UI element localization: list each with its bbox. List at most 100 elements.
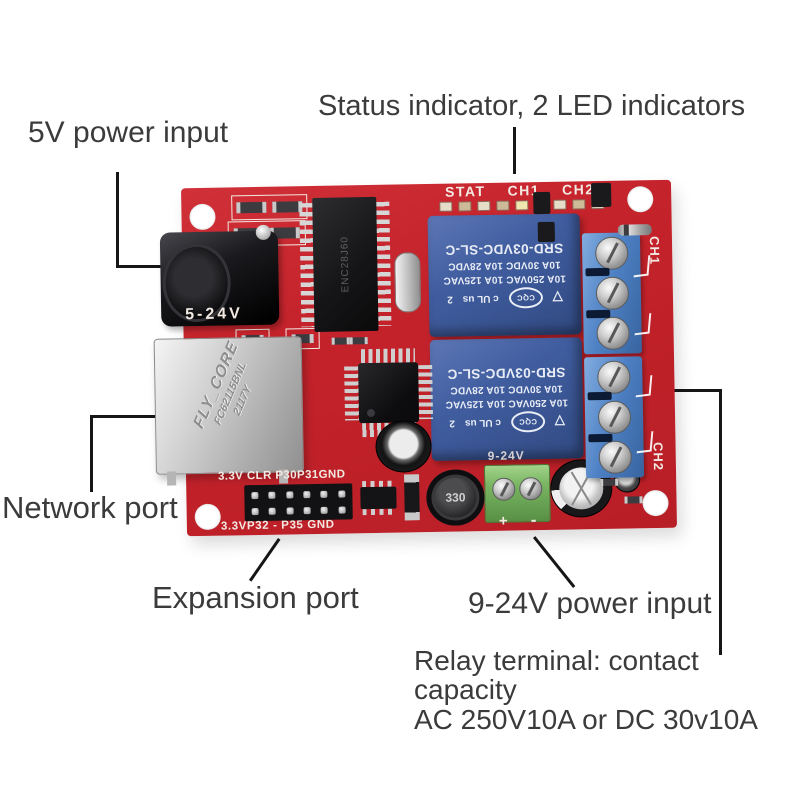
header-pin [268, 491, 276, 499]
relay-cert-row: ▽ CQC c UL us 2 [447, 287, 563, 310]
relay-cert-row: ▽ CQC c UL us 2 [449, 410, 566, 434]
chip-body [360, 486, 397, 510]
ethernet-controller-chip: ENC28J60 [299, 196, 392, 333]
smd-led [515, 200, 529, 211]
relay-contact-symbol [635, 375, 653, 398]
power-inductor: 330 [425, 469, 485, 527]
silkscreen-ch2-side: CH2 [650, 441, 667, 472]
electrolytic-capacitor [375, 419, 432, 473]
terminal-slot [586, 309, 611, 319]
header-pin [303, 490, 311, 498]
terminal-screw [598, 440, 633, 475]
smd-resistor [624, 496, 643, 504]
mounting-hole [627, 186, 654, 213]
label-relay-terminal-line1: Relay terminal: contact capacity [414, 645, 699, 706]
expansion-header [244, 483, 353, 522]
ethernet-port-markings: FLY_CORE FC62115BNL 2117Y [181, 316, 276, 468]
mounting-hole [194, 503, 221, 531]
label-5v-power-input: 5V power input [28, 116, 229, 149]
silkscreen-ch2: CH2 [561, 181, 595, 198]
smd-led [439, 201, 453, 212]
callout-line-5v-vertical [116, 172, 119, 268]
header-pin [269, 507, 277, 515]
header-pin [303, 506, 311, 514]
smd-led [477, 200, 491, 212]
silkscreen-expansion-top: 3.3V CLR P30P31GND [217, 468, 346, 483]
inductor-value: 330 [445, 490, 466, 505]
smd-transistor [537, 221, 555, 243]
callout-line-relay-horizontal [672, 389, 722, 392]
smd-led [553, 199, 567, 210]
terminal-screw [596, 316, 630, 351]
smd-resistor [458, 201, 472, 212]
header-pin [286, 490, 294, 499]
silkscreen-status-labels: STAT CH1 CH2 [445, 181, 595, 200]
cqc-logo: CQC [510, 410, 546, 433]
crystal-oscillator [394, 252, 422, 313]
label-network-port: Network port [2, 490, 178, 525]
callout-line-expansion [248, 538, 281, 582]
header-pin [286, 506, 294, 515]
terminal-screw [519, 477, 543, 501]
diode [404, 474, 420, 521]
terminal-screw [594, 236, 629, 271]
callout-line-relay-vertical [719, 389, 722, 655]
header-pin [338, 489, 346, 498]
silkscreen-minus: - [530, 510, 537, 530]
relay-markings: ▽ CQC c UL us 2 10A 250VAC 10A 125VAC 10… [430, 337, 584, 461]
ul-mark: c UL us [462, 292, 499, 305]
smd-resistor [600, 478, 619, 487]
header-pin [251, 491, 259, 499]
terminal-screw [597, 400, 632, 435]
ul-mark: c UL us [464, 416, 501, 429]
mounting-hole [642, 489, 669, 517]
header-pin [320, 490, 328, 498]
callout-line-5v-horizontal [116, 265, 164, 268]
cert-number: 2 [447, 293, 453, 305]
smd-resistor-group [231, 194, 308, 221]
smd-transistor [533, 191, 551, 215]
soic8-chip [356, 480, 401, 516]
silkscreen-9-24v: 9-24V [487, 448, 525, 463]
relay-rating-ac: 10A 250VAC 10A 125VAC [445, 396, 569, 410]
cert-triangle-icon: ▽ [554, 414, 566, 430]
terminal-slot [585, 267, 610, 277]
relay-contact-symbol [633, 255, 651, 278]
chip-pins [362, 508, 395, 516]
smd-transistor [590, 182, 612, 208]
melf-diode [617, 224, 652, 236]
terminal-screw [595, 276, 630, 311]
relay-model-text: SRD-03VDC-SL-C [444, 240, 564, 258]
header-pin [321, 506, 329, 514]
relay-terminal-block-ch2 [584, 356, 645, 479]
smd-resistor [349, 337, 368, 345]
silkscreen-expansion-bottom: 3.3VP32 - P35 GND [220, 518, 335, 533]
silkscreen-stat: STAT [444, 182, 486, 200]
cert-triangle-icon: ▽ [552, 290, 563, 306]
chip-pins [360, 348, 416, 364]
relay-contact-symbol [636, 431, 654, 454]
relay-rating-ac: 10A 250VAC 10A 125VAC [443, 272, 567, 286]
callout-line-status [513, 127, 516, 174]
relay-ch1: ▽ CQC c UL us 2 10A 250VAC 10A 125VAC 10… [427, 213, 582, 337]
mounting-hole [189, 203, 216, 231]
header-pin [338, 505, 346, 514]
smd-resistor [572, 199, 586, 210]
header-pin [251, 507, 259, 515]
label-relay-terminal-line2: AC 250V10A or DC 30v10A [414, 703, 758, 735]
smd-resistor [496, 200, 510, 211]
terminal-slot [587, 391, 612, 401]
cert-number: 2 [449, 417, 456, 429]
relay-contact-symbol [634, 313, 652, 336]
dc-input-terminal-block [483, 463, 551, 524]
callout-line-network-horizontal [90, 415, 156, 418]
pin1-marker [366, 408, 376, 418]
label-expansion-port: Expansion port [152, 580, 359, 615]
port-leg [166, 471, 177, 486]
terminal-screw [597, 360, 631, 395]
relay-rating-dc: 10A 30VDC 10A 28VDC [450, 382, 563, 396]
callout-line-9-24v [533, 536, 576, 588]
smd-resistor [331, 337, 350, 345]
led-indicator-row [439, 198, 605, 212]
solder-joint [255, 224, 271, 241]
